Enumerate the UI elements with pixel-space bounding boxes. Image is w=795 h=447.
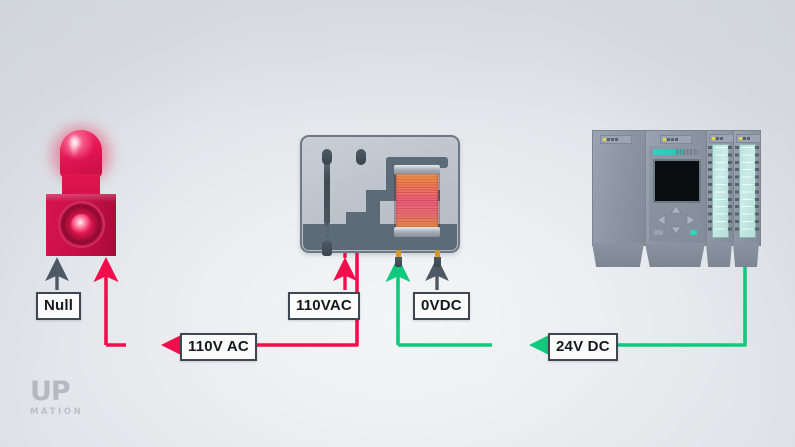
relay-coil-windings bbox=[396, 174, 438, 228]
plc-module-cpu-foot bbox=[645, 243, 705, 267]
led-indicator bbox=[671, 137, 674, 142]
plc-io-1-screws-right bbox=[728, 146, 732, 234]
plc-cpu-leds bbox=[660, 135, 692, 144]
relay-base-notch bbox=[346, 212, 366, 224]
plc-io-2-terminal-rows bbox=[742, 147, 753, 235]
beacon-collar bbox=[62, 174, 100, 196]
relay-device bbox=[300, 135, 460, 256]
beacon-horn-core bbox=[71, 214, 92, 235]
plc-io-1-terminal-block bbox=[712, 144, 729, 238]
relay-contact-pin-left bbox=[324, 151, 330, 225]
dpad-right-icon[interactable] bbox=[686, 214, 696, 226]
beacon-body-bevel bbox=[46, 194, 116, 202]
plc-io-2-screws-left bbox=[734, 146, 739, 234]
led-indicator bbox=[712, 136, 715, 141]
led-indicator bbox=[667, 137, 670, 142]
simatic-model-mark bbox=[676, 149, 698, 155]
plc-module-io-2-foot bbox=[733, 243, 759, 267]
dpad-left-icon[interactable] bbox=[656, 214, 666, 226]
terminal-cap bbox=[433, 257, 441, 267]
label-24v-dc: 24V DC bbox=[548, 333, 618, 361]
upmation-logo: UP MATION bbox=[30, 378, 108, 418]
relay-coil bbox=[394, 165, 440, 237]
led-indicator bbox=[716, 136, 719, 141]
relay-terminal-coil-left bbox=[394, 250, 402, 267]
plc-device bbox=[588, 126, 761, 268]
relay-coil-flange-top bbox=[394, 165, 440, 175]
dpad-down-icon[interactable] bbox=[670, 226, 682, 235]
relay-contact-pin-right-cap bbox=[356, 149, 366, 165]
relay-yoke-left bbox=[386, 157, 397, 195]
plc-module-power-foot bbox=[592, 243, 644, 267]
relay-yoke-top bbox=[386, 157, 448, 168]
plc-io-2-terminal-block bbox=[739, 144, 756, 238]
plc-module-power bbox=[592, 130, 646, 246]
terminal-tip bbox=[434, 250, 440, 258]
plc-io-2-screws-right bbox=[755, 146, 759, 234]
relay-contact-pin-left-dotted bbox=[325, 225, 329, 247]
siemens-brand-mark bbox=[653, 149, 683, 155]
label-0vdc: 0VDC bbox=[413, 292, 470, 320]
terminal-cap bbox=[394, 257, 402, 267]
plc-io-2-leds bbox=[736, 134, 761, 143]
led-indicator bbox=[720, 136, 723, 141]
plc-cpu-display[interactable] bbox=[653, 159, 701, 203]
led-indicator bbox=[615, 137, 618, 142]
led-indicator bbox=[607, 137, 610, 142]
relay-coil-shade-right bbox=[436, 174, 440, 228]
beacon-dome-highlight bbox=[68, 135, 80, 157]
led-indicator bbox=[747, 136, 750, 141]
plc-io-1-terminal-rows bbox=[715, 147, 726, 235]
relay-coil-shade-left bbox=[394, 174, 398, 228]
logo-wordmark-primary: UP bbox=[30, 376, 71, 407]
led-indicator bbox=[739, 136, 742, 141]
esc-key[interactable] bbox=[654, 230, 663, 235]
relay-contact-pin-left-foot bbox=[322, 241, 332, 256]
led-indicator bbox=[603, 137, 606, 142]
relay-terminal-coil-right bbox=[433, 250, 441, 267]
plc-io-1-screws-left bbox=[707, 146, 712, 234]
plc-module-io-1-foot bbox=[706, 243, 732, 267]
dpad-up-icon[interactable] bbox=[670, 205, 682, 214]
alarm-beacon bbox=[38, 122, 124, 256]
led-indicator bbox=[611, 137, 614, 142]
plc-cpu-keypad[interactable] bbox=[654, 204, 698, 236]
terminal-tip bbox=[395, 250, 401, 258]
label-110v-ac: 110V AC bbox=[180, 333, 257, 361]
plc-module-power-leds bbox=[600, 135, 632, 144]
beacon-dome bbox=[60, 130, 102, 178]
led-indicator bbox=[743, 136, 746, 141]
plc-io-1-leds bbox=[709, 134, 734, 143]
led-indicator bbox=[663, 137, 666, 142]
label-110vac: 110VAC bbox=[288, 292, 360, 320]
logo-wordmark-secondary: MATION bbox=[30, 407, 84, 417]
label-null: Null bbox=[36, 292, 82, 320]
led-indicator bbox=[675, 137, 678, 142]
relay-coil-flange-bottom bbox=[394, 227, 440, 237]
relay-contact-pin-left-cap bbox=[322, 149, 332, 165]
ok-key[interactable] bbox=[690, 230, 697, 235]
